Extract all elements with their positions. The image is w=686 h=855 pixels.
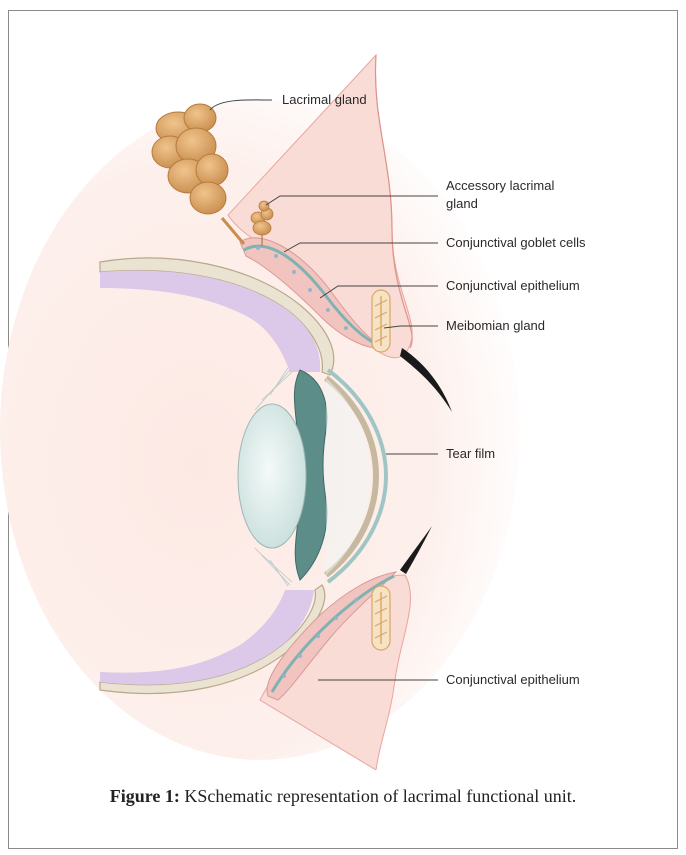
meibomian-gland-upper — [372, 290, 390, 352]
label-meibomian-gland: Meibomian gland — [446, 318, 545, 333]
caption-prefix: Figure 1: — [110, 786, 180, 806]
lacrimal-unit-diagram: Lacrimal gland Accessory lacrimal gland … — [0, 0, 686, 770]
label-lacrimal-gland: Lacrimal gland — [282, 92, 367, 107]
label-accessory-lacrimal-1: Accessory lacrimal — [446, 178, 554, 193]
lens — [238, 404, 306, 548]
figure-caption: Figure 1: KSchematic representation of l… — [0, 786, 686, 807]
label-conj-epithelium-upper: Conjunctival epithelium — [446, 278, 580, 293]
label-accessory-lacrimal-2: gland — [446, 196, 478, 211]
caption-text: KSchematic representation of lacrimal fu… — [180, 786, 576, 806]
meibomian-gland-lower — [372, 586, 390, 650]
label-tear-film: Tear film — [446, 446, 495, 461]
label-goblet-cells: Conjunctival goblet cells — [446, 235, 586, 250]
label-conj-epithelium-lower: Conjunctival epithelium — [446, 672, 580, 687]
